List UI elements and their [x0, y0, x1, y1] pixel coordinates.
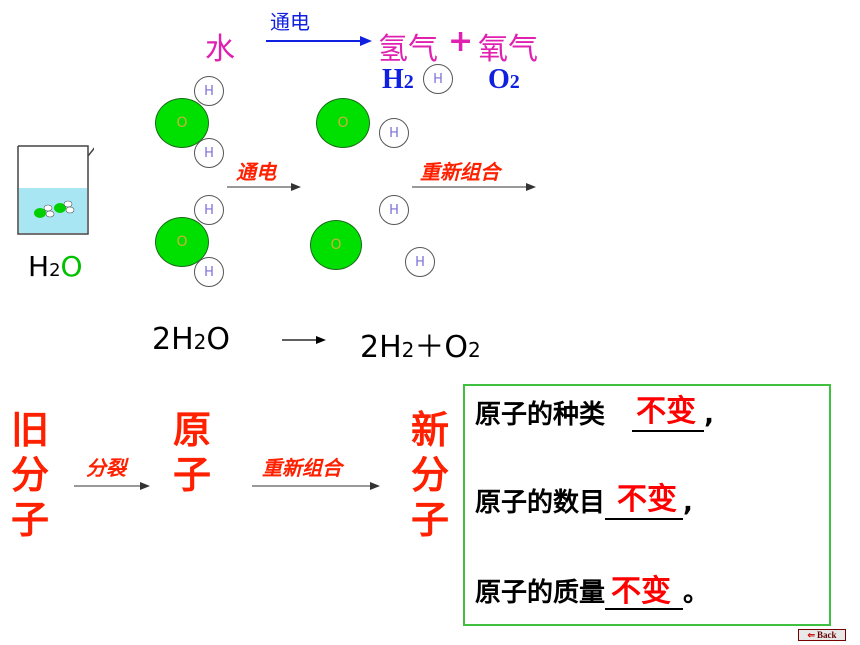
plus-sign: + — [448, 24, 474, 59]
hydrogen-atom-label: H — [423, 64, 453, 94]
product-oxygen: 氧气 — [478, 32, 538, 67]
back-button-label: Back — [817, 630, 837, 640]
split-arrow — [74, 482, 150, 490]
hydrogen-atom: H — [194, 76, 224, 106]
formula-right: 2H2＋O2 — [360, 330, 481, 365]
oxygen-atom: O — [155, 98, 209, 148]
formula-left: 2H2O — [152, 322, 231, 357]
recombine-label: 重新组合 — [262, 456, 342, 480]
product-hydrogen: 氢气 — [378, 32, 438, 67]
beaker-label-h2o: H2O — [28, 250, 83, 283]
back-button[interactable]: ⇐Back — [798, 629, 846, 641]
split-label: 分裂 — [86, 456, 126, 480]
conservation-line-number: 原子的数目 不变, — [475, 482, 693, 520]
hydrogen-atom: H — [379, 195, 409, 225]
conservation-box: 原子的种类 不变, 原子的数目 不变, 原子的质量 不变。 — [463, 384, 831, 626]
hydrogen-atom: H — [194, 257, 224, 287]
hydrogen-atom: H — [379, 118, 409, 148]
conservation-line-mass: 原子的质量 不变。 — [475, 574, 710, 610]
back-arrow-icon: ⇐ — [807, 629, 816, 640]
reaction-arrow — [266, 36, 372, 46]
conservation-line-kind: 原子的种类 不变, — [475, 394, 714, 432]
beaker-icon — [17, 145, 94, 235]
hydrogen-atom: H — [405, 247, 435, 277]
formula-arrow — [282, 336, 326, 344]
o2-formula: O2 — [488, 64, 520, 95]
condition-electrify: 通电 — [270, 10, 310, 34]
oxygen-atom: O — [316, 98, 370, 148]
reactant-water: 水 — [205, 32, 235, 67]
step-electrify-label: 通电 — [236, 160, 276, 184]
step-recombine-arrow — [412, 183, 536, 191]
oxygen-atom: O — [310, 220, 362, 270]
recombine-arrow — [252, 482, 380, 490]
hydrogen-atom: H — [194, 138, 224, 168]
step-recombine-label: 重新组合 — [420, 160, 500, 184]
new-molecule-label: 新 分 子 — [410, 408, 449, 542]
hydrogen-atom: H — [194, 195, 224, 225]
h2-formula: H2 — [382, 64, 414, 95]
step-electrify-arrow — [227, 183, 301, 191]
old-molecule-label: 旧 分 子 — [10, 408, 49, 542]
atom-label: 原 子 — [172, 408, 211, 497]
